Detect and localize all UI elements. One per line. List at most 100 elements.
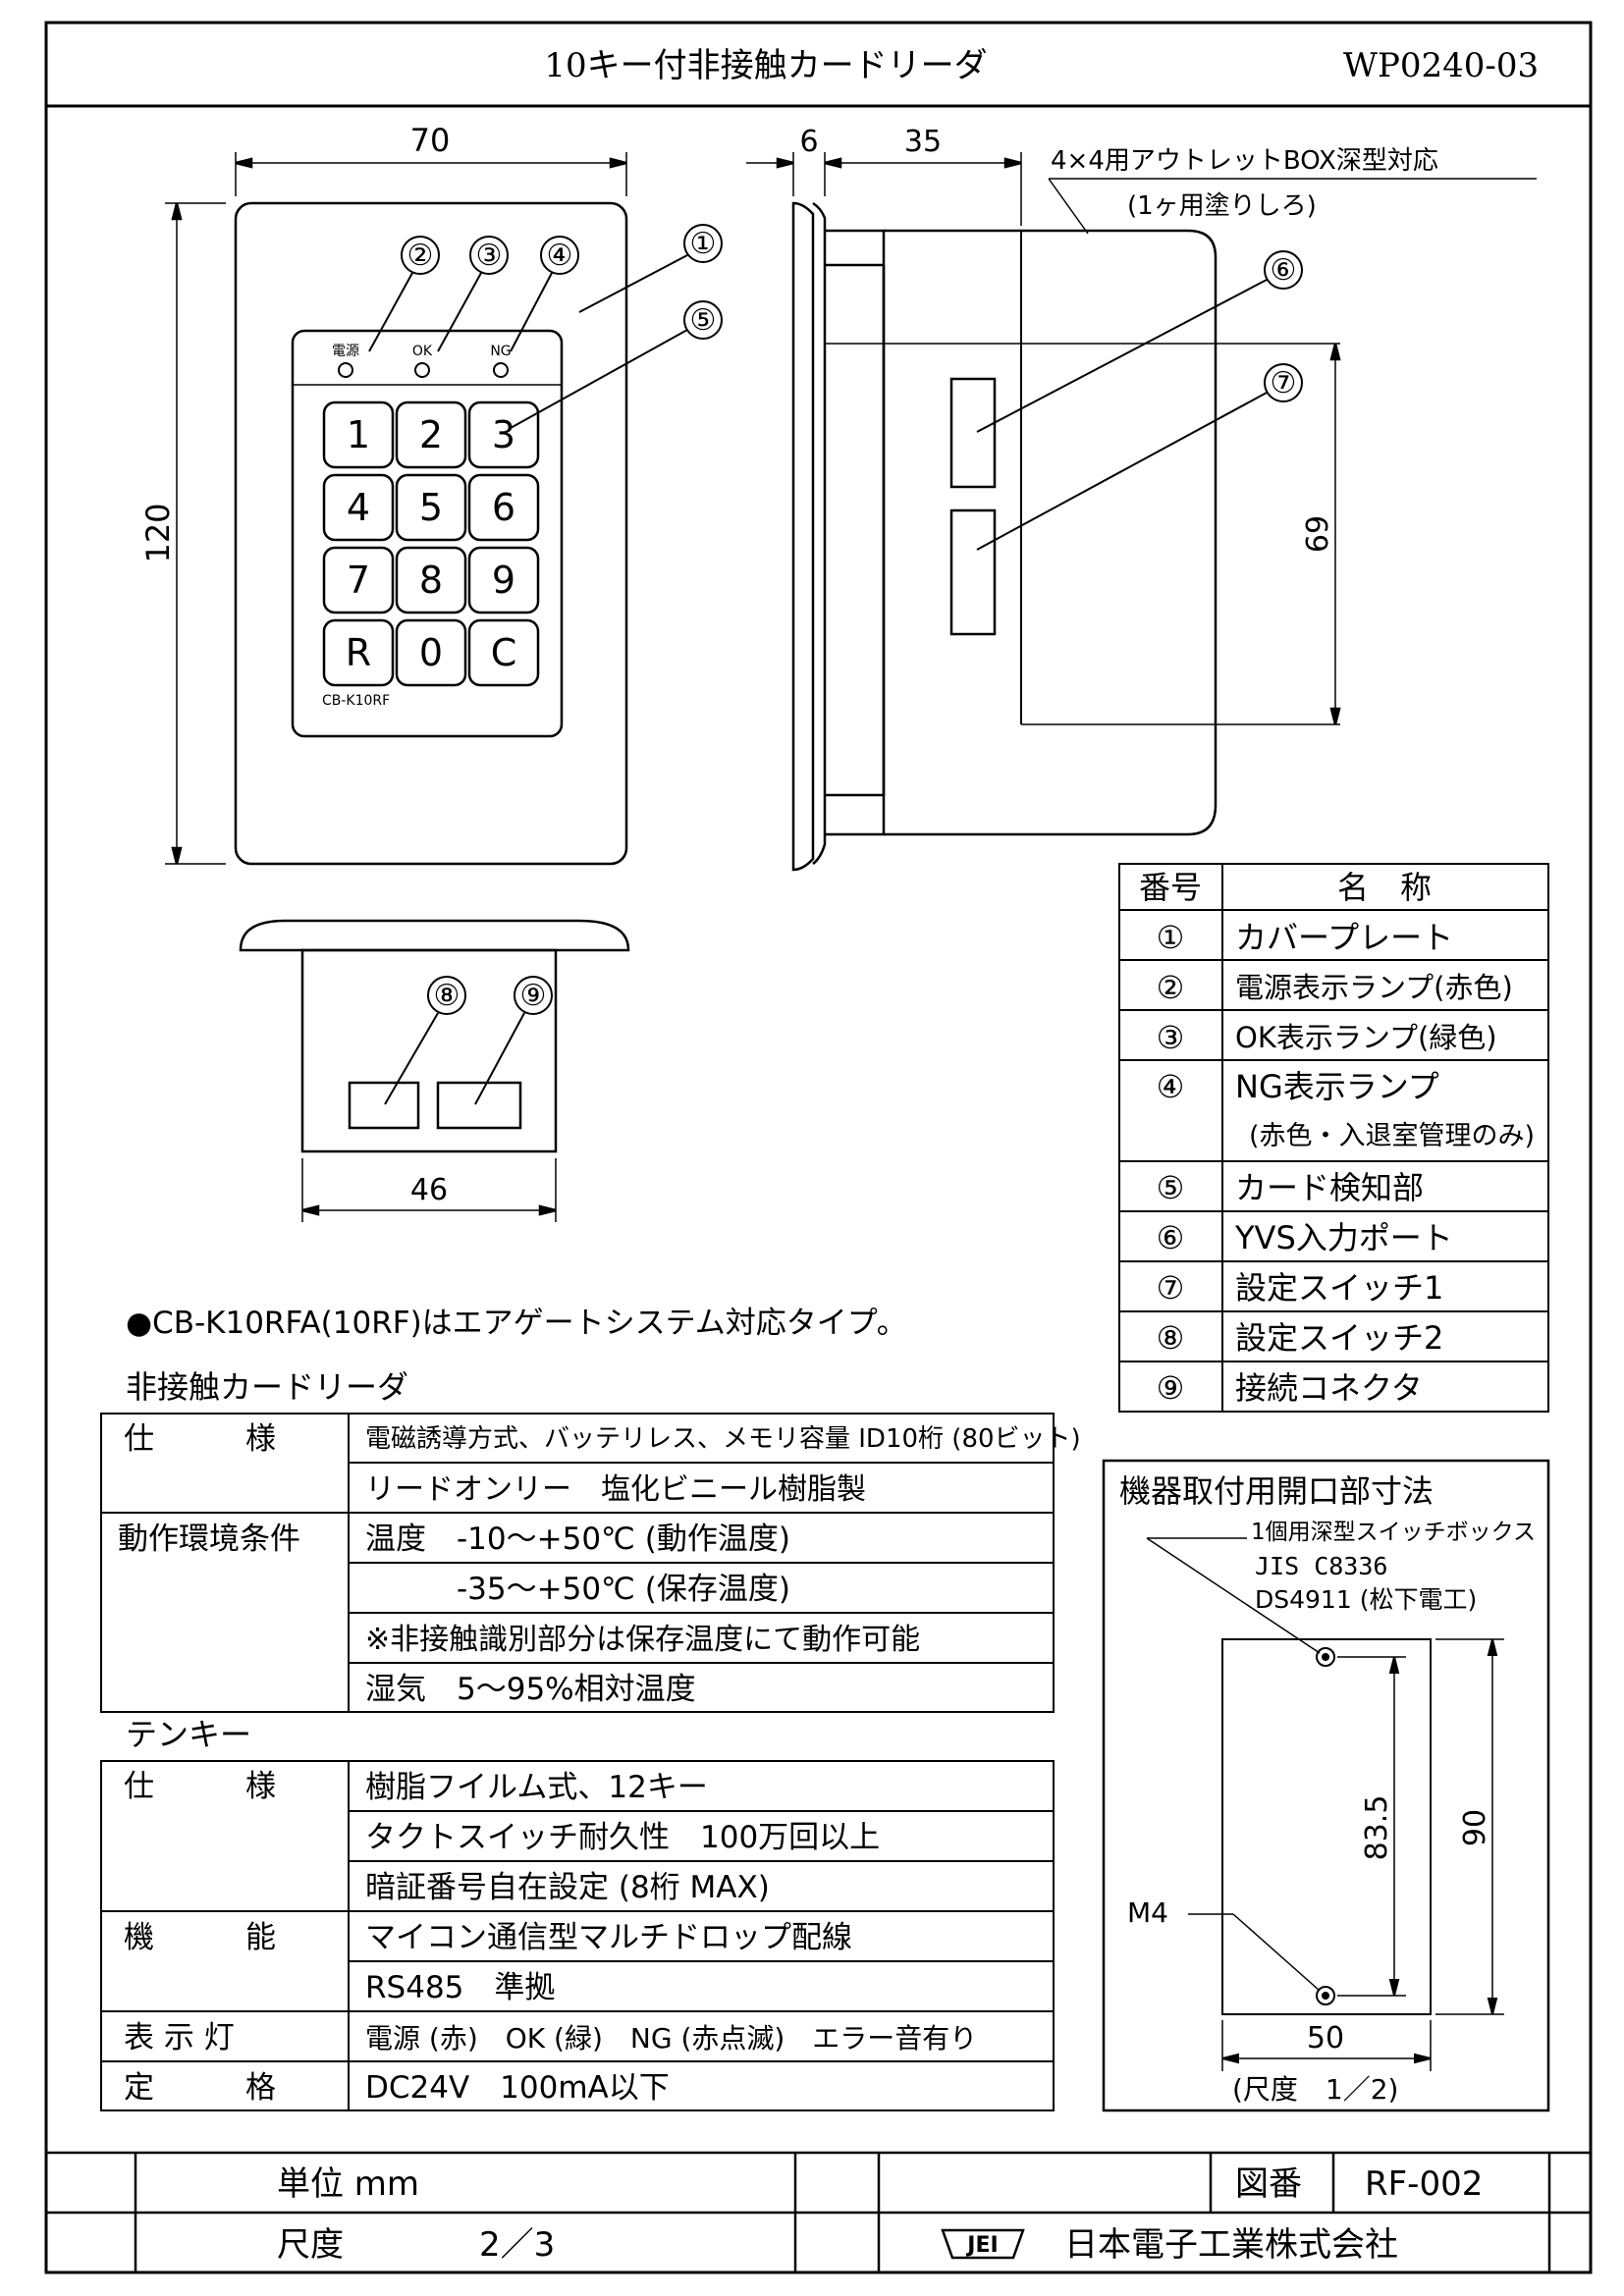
airgate-note: ●CB-K10RFA(10RF)はエアゲートシステム対応タイプ。 bbox=[126, 1306, 907, 1341]
lamp-label-power: 電源 bbox=[332, 344, 359, 359]
parts-row-no: ① bbox=[1157, 919, 1185, 956]
parts-row-no: ② bbox=[1157, 969, 1185, 1006]
dim-plate-thickness: 6 bbox=[799, 125, 818, 159]
title-block-text: 単位 mm 尺度 2／3 図番 RF-002 JEI 日本電子工業株式会社 bbox=[277, 2164, 1483, 2265]
scale-value: 2／3 bbox=[479, 2225, 555, 2265]
keypad-spec-title: テンキー bbox=[126, 1716, 251, 1753]
cutout-drawing bbox=[1102, 1459, 1550, 2112]
callout-9: ⑨ bbox=[520, 979, 547, 1013]
key-3[interactable]: 3 bbox=[492, 413, 515, 456]
spec-value: マイコン通信型マルチドロップ配線 bbox=[365, 1920, 852, 1955]
key-7[interactable]: 7 bbox=[347, 559, 370, 602]
reader-spec-text: 仕 様 電磁誘導方式、バッテリレス、メモリ容量 ID10桁 (80ビット) リー… bbox=[118, 1421, 1081, 1707]
cutout-scale: (尺度 1／2) bbox=[1232, 2073, 1398, 2106]
dim-bottom-width: 46 bbox=[410, 1173, 448, 1207]
company-name: 日本電子工業株式会社 bbox=[1064, 2225, 1398, 2265]
drawing-title: 10キー付非接触カードリーダ bbox=[544, 46, 987, 85]
key-c[interactable]: C bbox=[491, 631, 517, 674]
parts-row-no: ④ bbox=[1157, 1068, 1185, 1105]
key-2[interactable]: 2 bbox=[419, 413, 443, 456]
dim-depth: 35 bbox=[904, 125, 942, 159]
key-8[interactable]: 8 bbox=[419, 559, 443, 602]
spec-label: 機 能 bbox=[124, 1920, 276, 1955]
dim-port-height: 69 bbox=[1301, 515, 1335, 553]
key-1[interactable]: 1 bbox=[347, 413, 370, 456]
bottom-view bbox=[239, 919, 630, 1222]
parts-row-no: ⑨ bbox=[1157, 1369, 1185, 1407]
parts-row-name: OK表示ランプ(緑色) bbox=[1235, 1021, 1497, 1054]
parts-row-name-2: (赤色・入退室管理のみ) bbox=[1249, 1121, 1535, 1151]
parts-row-name: 設定スイッチ2 bbox=[1235, 1319, 1443, 1357]
dim-front-width: 70 bbox=[410, 122, 451, 159]
dim-front-height: 120 bbox=[139, 503, 177, 562]
cutout-note-1: 1個用深型スイッチボックス bbox=[1251, 1520, 1536, 1545]
parts-header-name: 名 称 bbox=[1337, 869, 1432, 906]
spec-value: DC24V 100mA以下 bbox=[365, 2070, 670, 2106]
parts-row-name: カード検知部 bbox=[1235, 1169, 1424, 1206]
document-number: WP0240-03 bbox=[1343, 46, 1539, 85]
key-9[interactable]: 9 bbox=[492, 559, 515, 602]
key-6[interactable]: 6 bbox=[492, 486, 515, 529]
key-0[interactable]: 0 bbox=[419, 631, 443, 674]
model-label: CB-K10RF bbox=[322, 693, 390, 709]
dim-cutout-width: 50 bbox=[1307, 2021, 1344, 2056]
parts-row-name: NG表示ランプ bbox=[1235, 1068, 1439, 1105]
key-5[interactable]: 5 bbox=[419, 486, 443, 529]
cutout-labels: 機器取付用開口部寸法 1個用深型スイッチボックス JIS C8336 DS491… bbox=[1119, 1472, 1536, 2106]
cutout-title: 機器取付用開口部寸法 bbox=[1119, 1472, 1434, 1510]
keypad-spec-text: 仕 様 樹脂フイルム式、12キー タクトスイッチ耐久性 100万回以上 暗証番号… bbox=[124, 1769, 977, 2106]
parts-row-name: 設定スイッチ1 bbox=[1235, 1269, 1443, 1307]
spec-value: 電源 (赤) OK (緑) NG (赤点滅) エラー音有り bbox=[365, 2022, 977, 2055]
parts-row-no: ⑧ bbox=[1157, 1319, 1185, 1357]
parts-row-name: カバープレート bbox=[1235, 919, 1453, 956]
spec-value: 電磁誘導方式、バッテリレス、メモリ容量 ID10桁 (80ビット) bbox=[365, 1424, 1081, 1454]
parts-table bbox=[1118, 863, 1549, 1413]
unit-label: 単位 mm bbox=[277, 2164, 419, 2204]
front-view bbox=[165, 152, 723, 866]
spec-label: 仕 様 bbox=[124, 1769, 276, 1804]
parts-row-no: ⑤ bbox=[1157, 1169, 1185, 1206]
keypad-spec-table bbox=[100, 1760, 1055, 2111]
parts-row-no: ⑥ bbox=[1157, 1219, 1185, 1256]
spec-value: 暗証番号自在設定 (8桁 MAX) bbox=[365, 1870, 770, 1905]
drawing-number: RF-002 bbox=[1365, 2164, 1483, 2204]
spec-value: リードオンリー 塩化ビニール樹脂製 bbox=[365, 1472, 866, 1507]
front-view-labels: 70 120 電源 OK NG 1 2 3 4 5 6 7 8 9 R 0 C … bbox=[139, 122, 716, 709]
key-4[interactable]: 4 bbox=[347, 486, 370, 529]
spec-value: ※非接触識別部分は保存温度にて動作可能 bbox=[365, 1623, 920, 1657]
parts-row-name: YVS入力ポート bbox=[1234, 1219, 1453, 1256]
drawing-number-label: 図番 bbox=[1235, 2164, 1302, 2204]
callout-8: ⑧ bbox=[434, 979, 460, 1013]
sheet-border bbox=[44, 21, 1593, 2274]
reader-spec-table bbox=[100, 1413, 1055, 1713]
title-block bbox=[46, 2151, 1591, 2272]
scale-label: 尺度 bbox=[277, 2225, 344, 2265]
lamp-label-ok: OK bbox=[412, 344, 433, 359]
company-logo: JEI bbox=[965, 2233, 998, 2258]
dim-cutout-height: 90 bbox=[1458, 1809, 1492, 1846]
spec-value: タクトスイッチ耐久性 100万回以上 bbox=[365, 1820, 880, 1855]
spec-label: 仕 様 bbox=[124, 1421, 276, 1457]
spec-value: 樹脂フイルム式、12キー bbox=[365, 1770, 708, 1805]
cutout-note-2: JIS C8336 bbox=[1255, 1552, 1387, 1580]
parts-row-no: ⑦ bbox=[1157, 1269, 1185, 1307]
screw-label: M4 bbox=[1127, 1896, 1168, 1929]
cutout-note-3: DS4911 (松下電工) bbox=[1255, 1585, 1477, 1614]
spec-value: 湿気 5〜95%相対温度 bbox=[365, 1672, 696, 1707]
box-note-2: (1ヶ用塗りしろ) bbox=[1127, 191, 1317, 221]
key-r[interactable]: R bbox=[346, 631, 371, 674]
parts-row-no: ③ bbox=[1157, 1019, 1185, 1056]
parts-row-name: 接続コネクタ bbox=[1235, 1369, 1423, 1407]
dim-screw-pitch: 83.5 bbox=[1360, 1795, 1394, 1861]
callout-3: ③ bbox=[476, 239, 503, 273]
spec-value: -35〜+50℃ (保存温度) bbox=[365, 1572, 790, 1607]
callout-6: ⑥ bbox=[1271, 253, 1297, 288]
callout-2: ② bbox=[407, 239, 434, 273]
box-note: 4×4用アウトレットBOX深型対応 bbox=[1051, 146, 1438, 176]
spec-value: 温度 -10〜+50℃ (動作温度) bbox=[365, 1522, 790, 1557]
callout-7: ⑦ bbox=[1271, 366, 1297, 400]
bottom-view-labels: ⑧ ⑨ 46 bbox=[410, 979, 547, 1207]
spec-value: RS485 準拠 bbox=[365, 1970, 555, 2005]
spec-label: 定 格 bbox=[124, 2070, 276, 2106]
